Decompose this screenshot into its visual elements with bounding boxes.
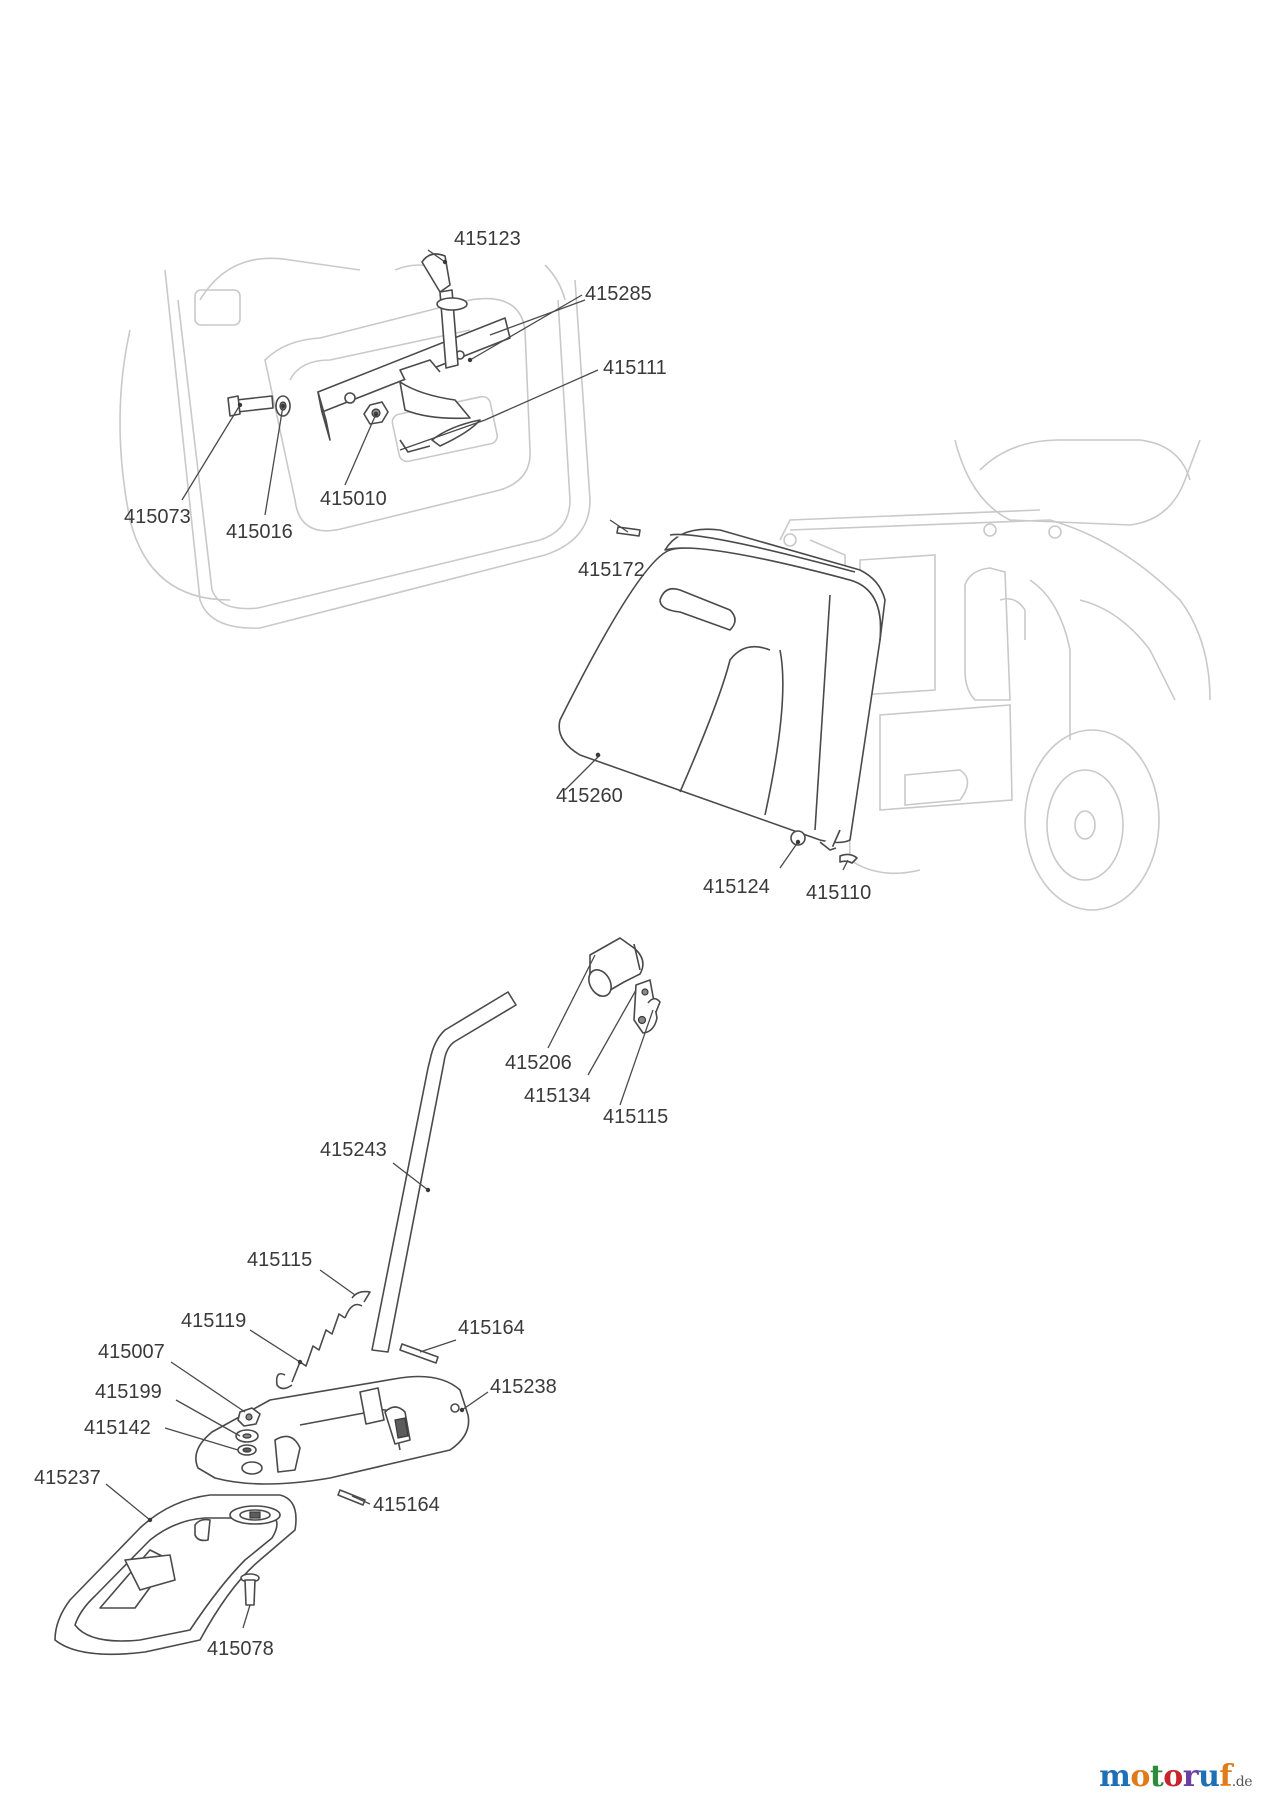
- part-label: 415285: [585, 283, 652, 305]
- spring-415119: [275, 1303, 363, 1390]
- logo-domain: .de: [1231, 1774, 1253, 1790]
- pin-415164-lower: [337, 1489, 366, 1506]
- hinge-clip-415110: [839, 853, 858, 864]
- logo-letter: o: [1163, 1759, 1183, 1794]
- part-label: 415199: [95, 1381, 162, 1403]
- bolt-415073: [227, 395, 274, 417]
- base-plate-415238: [195, 1375, 470, 1485]
- part-label: 415119: [181, 1310, 246, 1332]
- logo-letter: r: [1182, 1759, 1199, 1794]
- leader-dots: [147, 259, 801, 1523]
- part-label: 415123: [454, 228, 521, 250]
- part-label: 415142: [84, 1417, 151, 1439]
- part-labels: 415123 415285 415111 415073 415016 41501…: [34, 228, 871, 1660]
- part-label: 415115: [603, 1106, 668, 1128]
- part-label: 415243: [320, 1139, 387, 1161]
- grip-415206: [588, 937, 644, 997]
- lever-rod-part: [371, 991, 517, 1353]
- part-label: 415164: [373, 1494, 440, 1516]
- part-label: 415016: [226, 521, 293, 543]
- lever-pin-part: [421, 253, 468, 369]
- logo-letter: o: [1130, 1759, 1150, 1794]
- nut-415007: [237, 1407, 261, 1427]
- bracket-part: [317, 317, 511, 441]
- washer-415199: [235, 1429, 259, 1443]
- part-label: 415238: [490, 1376, 557, 1398]
- pin-415164-upper: [399, 1343, 439, 1364]
- chute-flap-part: [558, 528, 886, 851]
- logo-letter: t: [1149, 1759, 1164, 1794]
- clip-415115-upper: [647, 997, 661, 1013]
- part-label: 415010: [320, 488, 387, 510]
- logo-letter: m: [1099, 1759, 1131, 1794]
- part-label: 415073: [124, 506, 191, 528]
- part-label: 415206: [505, 1052, 572, 1074]
- part-label: 415115: [247, 1249, 312, 1271]
- part-label: 415164: [458, 1317, 525, 1339]
- pin-415172: [616, 526, 641, 537]
- clip-415115-lower: [351, 1290, 371, 1303]
- part-label: 415007: [98, 1341, 165, 1363]
- bushing-415142: [237, 1444, 257, 1456]
- part-label: 415110: [806, 882, 871, 904]
- part-label: 415172: [578, 559, 645, 581]
- foot-pedal-415237: [54, 1494, 297, 1656]
- part-label: 415237: [34, 1467, 101, 1489]
- motoruf-logo: motoruf.de: [1099, 1759, 1252, 1794]
- link-plate-415134: [633, 979, 658, 1034]
- logo-letter: u: [1198, 1759, 1220, 1794]
- part-label: 415111: [603, 357, 667, 379]
- bolt-415078: [240, 1573, 260, 1606]
- rear-panel-outline: [119, 257, 591, 629]
- part-label: 415260: [556, 785, 623, 807]
- logo-letter: f: [1219, 1759, 1232, 1794]
- part-label: 415134: [524, 1085, 591, 1107]
- leader-lines: [105, 249, 849, 1629]
- part-label: 415078: [207, 1638, 274, 1660]
- part-label: 415124: [703, 876, 770, 898]
